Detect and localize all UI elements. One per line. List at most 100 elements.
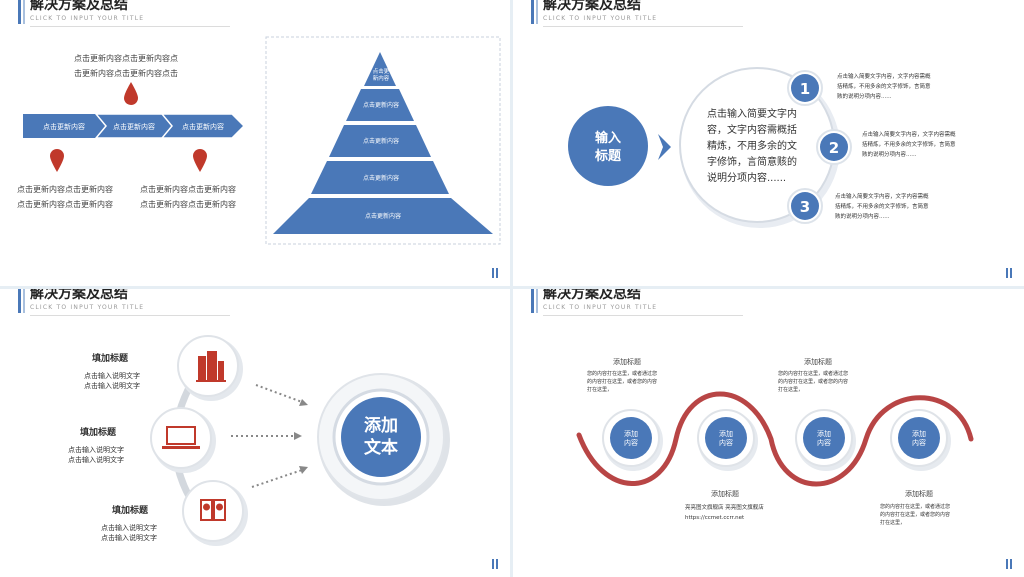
node-2-label-1: 添加 (719, 429, 733, 438)
slide-title: 解决方案及总结 (543, 0, 641, 13)
building-icon (196, 351, 226, 382)
bottom-left-text-1: 点击更新内容点击更新内容 (17, 185, 113, 194)
item-1-text: 点击输入简要文字内容，文字内容需概 括精炼，不用多余的文字修饰，言简意 赅的说明… (837, 72, 931, 102)
slide-subtitle: CLICK TO INPUT YOUR TITLE (30, 15, 145, 22)
item-2-title: 填加标题 (80, 428, 117, 438)
item-3-line-1: 点击输入简要文字内容，文字内容需概 (835, 194, 929, 200)
header-bar-light (23, 0, 25, 24)
item-3-line-2: 括精炼，不用多余的文字修饰，言简意 (835, 204, 929, 210)
bottom-right-text-1: 点击更新内容点击更新内容 (140, 185, 236, 194)
item-2-line-2: 括精炼，不用多余的文字修饰，言简意 (862, 142, 956, 148)
top-block-1-text: 您的内容打在这里，或者通过您 的内容打在这里，或者您的内容 打在这里， (587, 370, 657, 394)
slide-subtitle: CLICK TO INPUT YOUR TITLE (543, 304, 658, 311)
slide-icons[interactable]: 解决方案及总结 CLICK TO INPUT YOUR TITLE (0, 289, 510, 577)
center-text-line-1: 点击输入简要文字内 (707, 109, 797, 120)
top-block-2-text: 您的内容打在这里，或者通过您 的内容打在这里，或者您的内容 打在这里， (778, 370, 848, 394)
number-badge-3 (791, 192, 819, 220)
drop-marker-up (124, 82, 138, 105)
bottom-block-2-line-3: 打在这里， (880, 520, 906, 526)
slide-subtitle: CLICK TO INPUT YOUR TITLE (543, 15, 658, 22)
item-2-lines: 点击输入说明文字 点击输入说明文字 (68, 445, 124, 465)
item-1-line-1: 点击输入说明文字 (84, 372, 140, 380)
pyramid-level-label-3: 点击更新内容 (363, 174, 399, 182)
item-1-line-1: 点击输入简要文字内容，文字内容需概 (837, 74, 931, 80)
slide-subtitle: CLICK TO INPUT YOUR TITLE (30, 304, 145, 311)
slide-title: 解决方案及总结 (30, 0, 128, 13)
center-text-line-3: 精炼，不用多余的文 (707, 141, 797, 152)
node-3-label-1: 添加 (817, 429, 831, 438)
item-3-lines: 点击输入说明文字 点击输入说明文字 (101, 523, 157, 543)
header-divider (543, 26, 743, 27)
header-bar (531, 289, 534, 313)
dotted-arrows (231, 384, 308, 488)
title-circle-label-2: 标题 (594, 148, 622, 164)
bottom-block-1-line-1: 亮亮图文旗舰店 亮亮图文旗舰店 (685, 505, 764, 511)
slide-pyramid[interactable]: 解决方案及总结 CLICK TO INPUT YOUR TITLE 点击更新内容… (0, 0, 510, 286)
header-divider (30, 315, 230, 316)
bottom-right-text-2: 点击更新内容点击更新内容 (140, 200, 236, 209)
slide-wave[interactable]: 解决方案及总结 CLICK TO INPUT YOUR TITLE 添加 内容 … (513, 289, 1024, 577)
top-block-2-line-2: 的内容打在这里，或者您的内容 (778, 379, 849, 385)
numbered-diagram: 输入 标题 1 2 3 (568, 67, 852, 228)
title-circle-label-1: 输入 (595, 130, 621, 146)
item-2-line-2: 点击输入说明文字 (68, 456, 124, 464)
item-2-line-3: 赅的说明分项内容...... (862, 152, 917, 158)
header-divider (543, 315, 743, 316)
bottom-block-1-title: 添加标题 (711, 490, 739, 498)
node-4-label-1: 添加 (912, 429, 926, 438)
slide-numbered-list[interactable]: 解决方案及总结 CLICK TO INPUT YOUR TITLE 输入 标题 … (513, 0, 1024, 286)
drop-marker-down-left (50, 149, 64, 172)
top-text-2: 击更新内容点击更新内容点击 (74, 69, 178, 78)
item-3-line-3: 赅的说明分项内容...... (835, 214, 890, 220)
top-block-1-line-2: 的内容打在这里，或者您的内容 (587, 379, 658, 385)
top-block-1-line-1: 您的内容打在这里，或者通过您 (587, 371, 658, 377)
pyramid-level-label-4: 点击更新内容 (365, 212, 401, 220)
pyramid-top-label-2: 新内容 (373, 74, 390, 82)
number-badge-2 (820, 133, 848, 161)
pyramid-tier-4 (311, 161, 449, 194)
node-1-label-2: 内容 (624, 438, 638, 447)
center-label-2: 文本 (364, 437, 398, 458)
center-text-line-4: 字修饰，言简意赅的 (707, 157, 797, 168)
center-text-line-5: 说明分项内容...... (707, 173, 787, 184)
header-bar (18, 0, 21, 24)
header-bar-light (536, 289, 538, 313)
node-3-label-2: 内容 (817, 438, 831, 447)
arrow-segment-1 (23, 114, 110, 138)
wave-diagram: 添加 内容 添加 内容 添加 内容 添加 内容 (576, 391, 974, 487)
slide-title: 解决方案及总结 (543, 289, 641, 302)
bottom-block-2-text: 您的内容打在这里，或者通过您 的内容打在这里，或者您的内容 打在这里， (880, 503, 950, 527)
bottom-left-text-2: 点击更新内容点击更新内容 (17, 200, 113, 209)
item-3-text: 点击输入简要文字内容，文字内容需概 括精炼，不用多余的文字修饰，言简意 赅的说明… (835, 192, 929, 222)
bottom-block-2-title: 添加标题 (905, 490, 933, 498)
arrow-label-1: 点击更新内容 (43, 122, 85, 131)
page-marker (492, 559, 498, 569)
header-bar-light (23, 289, 25, 313)
arrow-segment-3 (160, 113, 246, 139)
header-divider (30, 26, 230, 27)
pyramid-tier-5 (273, 198, 493, 234)
top-block-2-line-3: 打在这里， (778, 387, 804, 393)
center-text-line-2: 容，文字内容需概括 (707, 125, 797, 136)
item-3-line-1: 点击输入说明文字 (101, 524, 157, 532)
item-2-line-1: 点击输入说明文字 (68, 446, 124, 454)
center-text: 点击输入简要文字内 容，文字内容需概括 精炼，不用多余的文 字修饰，言简意赅的 … (707, 107, 797, 187)
item-2-text: 点击输入简要文字内容，文字内容需概 括精炼，不用多余的文字修饰，言简意 赅的说明… (862, 130, 956, 160)
item-1-lines: 点击输入说明文字 点击输入说明文字 (84, 371, 140, 391)
pyramid-tier-top (364, 52, 396, 86)
bottom-block-1-line-2: https://ccmet.ccrr.net (685, 515, 745, 521)
header-bar (18, 289, 21, 313)
bottom-block-1-text: 亮亮图文旗舰店 亮亮图文旗舰店 https://ccmet.ccrr.net (685, 503, 764, 523)
pyramid-level-label-2: 点击更新内容 (363, 137, 399, 145)
header-bar (531, 0, 534, 24)
bottom-block-2-line-2: 的内容打在这里，或者您的内容 (880, 512, 951, 518)
top-block-1-line-3: 打在这里， (587, 387, 613, 393)
process-arrows: 点击更新内容 点击更新内容 点击更新内容 点击更 新内容 点击更新内容 点击更新… (23, 36, 501, 245)
item-3-line-2: 点击输入说明文字 (101, 534, 157, 542)
node-4-label-2: 内容 (912, 438, 926, 447)
laptop-icon (162, 426, 200, 449)
arrow-label-3: 点击更新内容 (182, 122, 224, 131)
number-2: 2 (829, 139, 839, 157)
pyramid-tier-2 (346, 89, 414, 121)
pyramid-level-label-1: 点击更新内容 (363, 101, 399, 109)
